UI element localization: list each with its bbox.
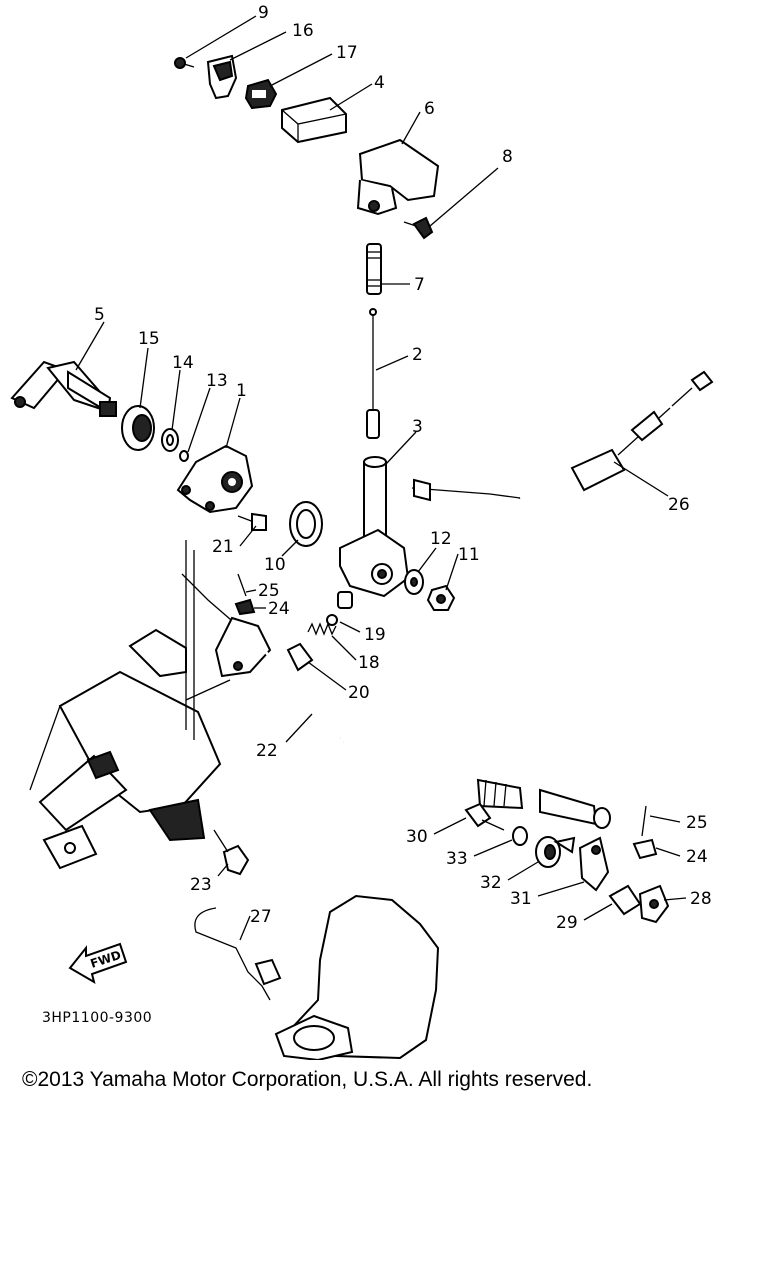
callout-24-lower: 24 xyxy=(686,847,708,867)
part-22-control-cable xyxy=(181,573,611,829)
callout-28: 28 xyxy=(690,889,712,909)
callout-15: 15 xyxy=(138,329,160,349)
part-3-shift-shaft xyxy=(339,456,410,598)
callout-26: 26 xyxy=(668,495,690,515)
part-18-spring xyxy=(307,622,337,636)
part-lower-unit-outline xyxy=(274,894,440,1060)
callout-21: 21 xyxy=(212,537,234,557)
part-27-wire xyxy=(194,907,282,1001)
parts-diagram: FWD xyxy=(10,3,714,1060)
part-33-washer xyxy=(512,826,528,846)
callout-27: 27 xyxy=(250,907,272,927)
callout-16: 16 xyxy=(292,21,314,41)
part-16-clip xyxy=(206,54,238,100)
callout-11: 11 xyxy=(458,545,480,565)
part-23-bolt xyxy=(213,829,250,876)
part-19-ball xyxy=(326,614,338,626)
part-9-screw xyxy=(174,57,195,69)
leader-lines xyxy=(75,15,687,941)
callout-18: 18 xyxy=(358,653,380,673)
callout-6: 6 xyxy=(424,99,435,119)
part-21-bolt xyxy=(237,512,267,531)
callout-17: 17 xyxy=(336,43,358,63)
part-20-cap xyxy=(286,642,314,672)
part-30-bolt xyxy=(464,802,505,831)
callout-29: 29 xyxy=(556,913,578,933)
part-32-bushing xyxy=(535,836,576,868)
fwd-arrow-icon: FWD xyxy=(68,942,128,985)
part-5-shift-lever xyxy=(10,360,117,417)
part-13-o-ring xyxy=(179,450,189,462)
callout-33: 33 xyxy=(446,849,468,869)
callout-32: 32 xyxy=(480,873,502,893)
callout-3: 3 xyxy=(412,417,423,437)
part-11-nut xyxy=(426,584,456,611)
callout-31: 31 xyxy=(510,889,532,909)
callout-19: 19 xyxy=(364,625,386,645)
part-8-screw xyxy=(403,216,434,240)
callout-25-lower: 25 xyxy=(686,813,708,833)
callout-22: 22 xyxy=(256,741,278,761)
part-31-plate xyxy=(578,836,610,892)
part-28-clip xyxy=(638,884,670,924)
part-14-ring xyxy=(161,428,179,452)
part-mount-bracket xyxy=(29,540,231,870)
callout-24-upper: 24 xyxy=(268,599,290,619)
part-1-bracket-housing xyxy=(176,444,254,514)
part-10-gasket xyxy=(289,501,323,547)
callout-30: 30 xyxy=(406,827,428,847)
callout-2: 2 xyxy=(412,345,423,365)
callout-4: 4 xyxy=(374,73,385,93)
part-29-collar xyxy=(608,884,642,916)
callout-10: 10 xyxy=(264,555,286,575)
part-24-pin-lower xyxy=(632,838,658,860)
callout-14: 14 xyxy=(172,353,194,373)
callout-1: 1 xyxy=(236,381,247,401)
part-25-cotter-pin-upper xyxy=(237,573,247,597)
part-6-grip xyxy=(356,138,440,216)
part-25-cotter-pin-lower xyxy=(641,805,647,837)
callout-7: 7 xyxy=(414,275,425,295)
part-12-washer xyxy=(404,569,424,595)
callout-numbers: 9 16 17 4 6 8 7 2 5 15 14 13 1 3 26 21 1… xyxy=(94,3,712,933)
callout-5: 5 xyxy=(94,305,105,325)
part-4-bar xyxy=(281,96,347,144)
copyright-notice: ©2013 Yamaha Motor Corporation, U.S.A. A… xyxy=(22,1068,593,1091)
drawing-code: 3HP1100-9300 xyxy=(42,1010,152,1026)
part-15-bushing xyxy=(121,405,155,451)
part-26-cable xyxy=(411,370,714,502)
callout-25-upper: 25 xyxy=(258,581,280,601)
callout-12: 12 xyxy=(430,529,452,549)
callout-13: 13 xyxy=(206,371,228,391)
part-17-block xyxy=(244,78,278,110)
part-2-shift-rod xyxy=(366,308,380,439)
callout-8: 8 xyxy=(502,147,513,167)
part-24-pin-upper xyxy=(234,598,256,616)
part-7-threaded-rod xyxy=(366,243,382,295)
callout-9: 9 xyxy=(258,3,269,23)
callout-20: 20 xyxy=(348,683,370,703)
callout-23: 23 xyxy=(190,875,212,895)
part-detent-plug xyxy=(337,591,353,609)
